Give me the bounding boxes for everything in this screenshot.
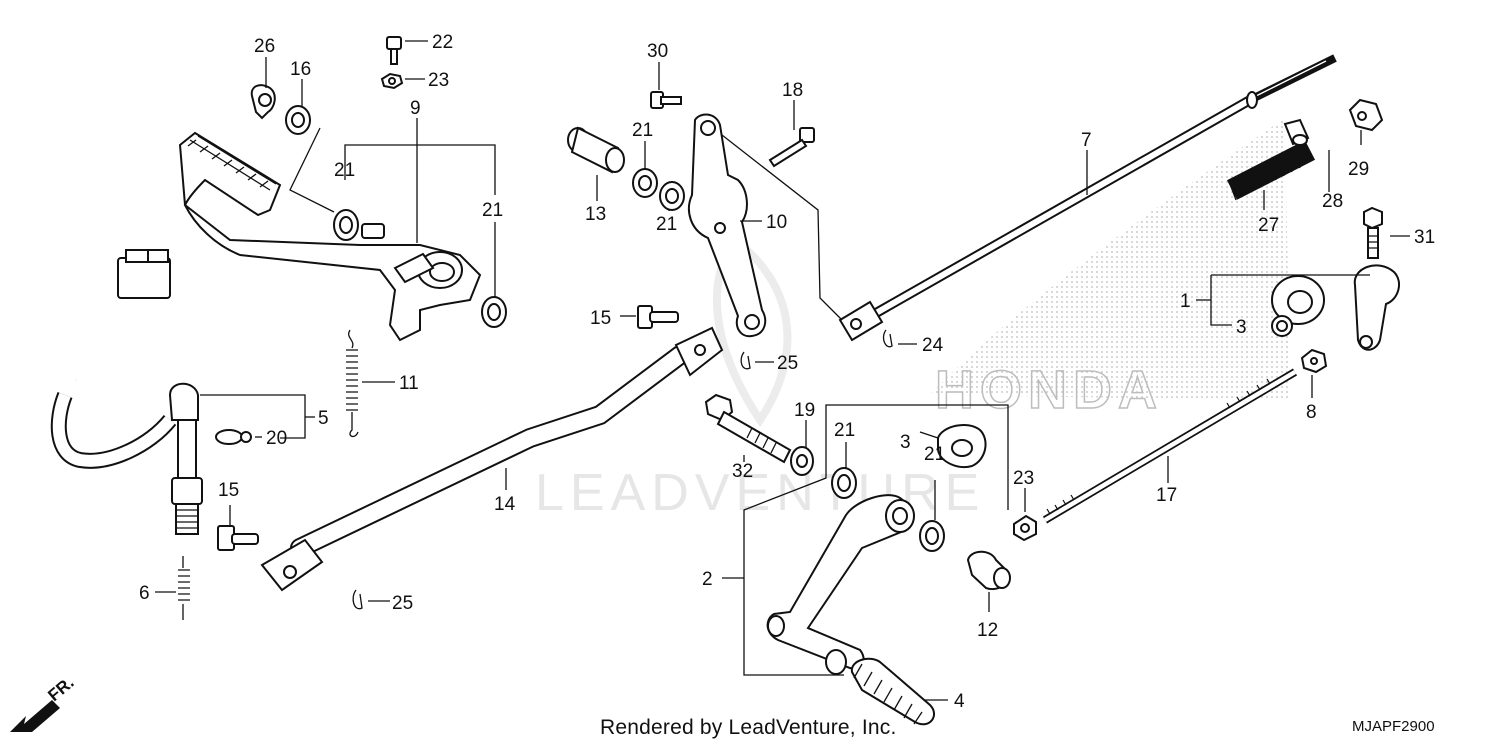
- pin-15-bottom: [217, 525, 259, 551]
- callout-22: 22: [432, 32, 453, 53]
- callout-21: 21: [482, 200, 503, 221]
- honda-wing-watermark: HONDA: [930, 118, 1290, 421]
- callout-10: 10: [766, 212, 787, 233]
- leadventure-watermark-logo: [713, 234, 792, 428]
- callout-26: 26: [254, 36, 275, 57]
- callout-23: 23: [428, 70, 449, 91]
- nut-8: [1300, 348, 1328, 374]
- brake-rod[interactable]: [260, 326, 724, 592]
- callout-23: 23: [1013, 468, 1034, 489]
- callout-30: 30: [647, 41, 668, 62]
- joint-1[interactable]: [1271, 264, 1401, 351]
- callout-21: 21: [924, 444, 945, 465]
- nut-23-top: [380, 72, 404, 90]
- pin-15-top: [637, 305, 679, 329]
- callout-3: 3: [900, 432, 911, 453]
- callout-21: 21: [632, 120, 653, 141]
- callout-13: 13: [585, 204, 606, 225]
- diagram-code: MJAPF2900: [1352, 718, 1435, 735]
- oil-seal-21-lower-b: [919, 520, 945, 552]
- spring-27: [1226, 140, 1316, 201]
- rubber-4: [850, 657, 935, 726]
- callout-7: 7: [1081, 130, 1092, 151]
- rod-17[interactable]: [1042, 368, 1298, 524]
- callout-27: 27: [1258, 215, 1279, 236]
- callout-9: 9: [410, 98, 421, 119]
- nut-23-bottom: [1013, 514, 1037, 542]
- callout-24: 24: [922, 335, 944, 356]
- callout-21: 21: [834, 420, 855, 441]
- callout-20: 20: [266, 428, 287, 449]
- callout-6: 6: [139, 583, 150, 604]
- callout-14: 14: [494, 494, 516, 515]
- callout-25: 25: [777, 353, 798, 374]
- bolt-22: [386, 36, 402, 65]
- washer-16: [285, 105, 311, 135]
- oil-seal-21-upper-b: [659, 181, 685, 211]
- brake-arm-10[interactable]: [688, 113, 767, 338]
- callout-5: 5: [318, 408, 329, 429]
- bushing-13: [567, 126, 625, 174]
- footer-credit: Rendered by LeadVenture, Inc.: [600, 716, 897, 739]
- collar-12: [966, 550, 1011, 590]
- cotter-pin-24: [882, 329, 893, 348]
- oil-seal-21-left: [333, 209, 359, 241]
- callout-8: 8: [1306, 402, 1317, 423]
- nut-29: [1348, 98, 1384, 132]
- callout-32: 32: [732, 461, 753, 482]
- brake-pedal[interactable]: [178, 131, 482, 342]
- collar-28: [1283, 118, 1310, 146]
- callout-12: 12: [977, 620, 998, 641]
- oil-seal-21-upper-a: [632, 168, 658, 198]
- gearshift-pedal-2[interactable]: [766, 494, 915, 675]
- callout-15: 15: [590, 308, 611, 329]
- spring-6: [178, 556, 190, 620]
- leadventure-watermark-text: LEADVENTURE: [535, 464, 985, 522]
- callout-15: 15: [218, 480, 239, 501]
- oil-seal-21-lower-a: [831, 467, 857, 499]
- callout-19: 19: [794, 400, 815, 421]
- oil-seal-21-right: [481, 296, 507, 328]
- cotter-pin-25-top: [740, 351, 751, 370]
- callout-17: 17: [1156, 485, 1177, 506]
- stop-switch-harness[interactable]: [50, 249, 203, 535]
- bolt-30: [650, 91, 682, 109]
- washer-19: [790, 446, 814, 476]
- bolt-31: [1363, 206, 1383, 259]
- washer-26: [250, 84, 276, 120]
- bush-3-upper: [1271, 315, 1293, 337]
- callout-16: 16: [290, 59, 311, 80]
- callout-21: 21: [334, 160, 355, 181]
- bolt-32: [704, 393, 792, 464]
- callout-4: 4: [954, 691, 965, 712]
- callout-1: 1: [1180, 291, 1191, 312]
- spring-11: [346, 329, 359, 438]
- fr-label: FR.: [44, 673, 77, 705]
- callout-18: 18: [782, 80, 803, 101]
- rod-7[interactable]: [838, 54, 1337, 342]
- callout-21: 21: [656, 214, 677, 235]
- callout-29: 29: [1348, 159, 1369, 180]
- callout-28: 28: [1322, 191, 1343, 212]
- leader-lines: [155, 40, 1410, 701]
- callout-numbers: 26 16 22 23 9 21 21 30 21 13 21 10 18 7 …: [139, 32, 1435, 712]
- cotter-pin-25-bottom: [352, 589, 363, 610]
- bolt-18: [768, 127, 815, 168]
- clip-20: [215, 429, 252, 445]
- honda-watermark-text: HONDA: [935, 360, 1163, 420]
- bush-3-lower: [937, 423, 987, 468]
- callout-2: 2: [702, 569, 713, 590]
- callout-3: 3: [1236, 317, 1247, 338]
- callout-25: 25: [392, 593, 413, 614]
- callout-11: 11: [399, 373, 419, 394]
- front-direction-arrow: FR.: [10, 673, 78, 732]
- callout-31: 31: [1414, 227, 1435, 248]
